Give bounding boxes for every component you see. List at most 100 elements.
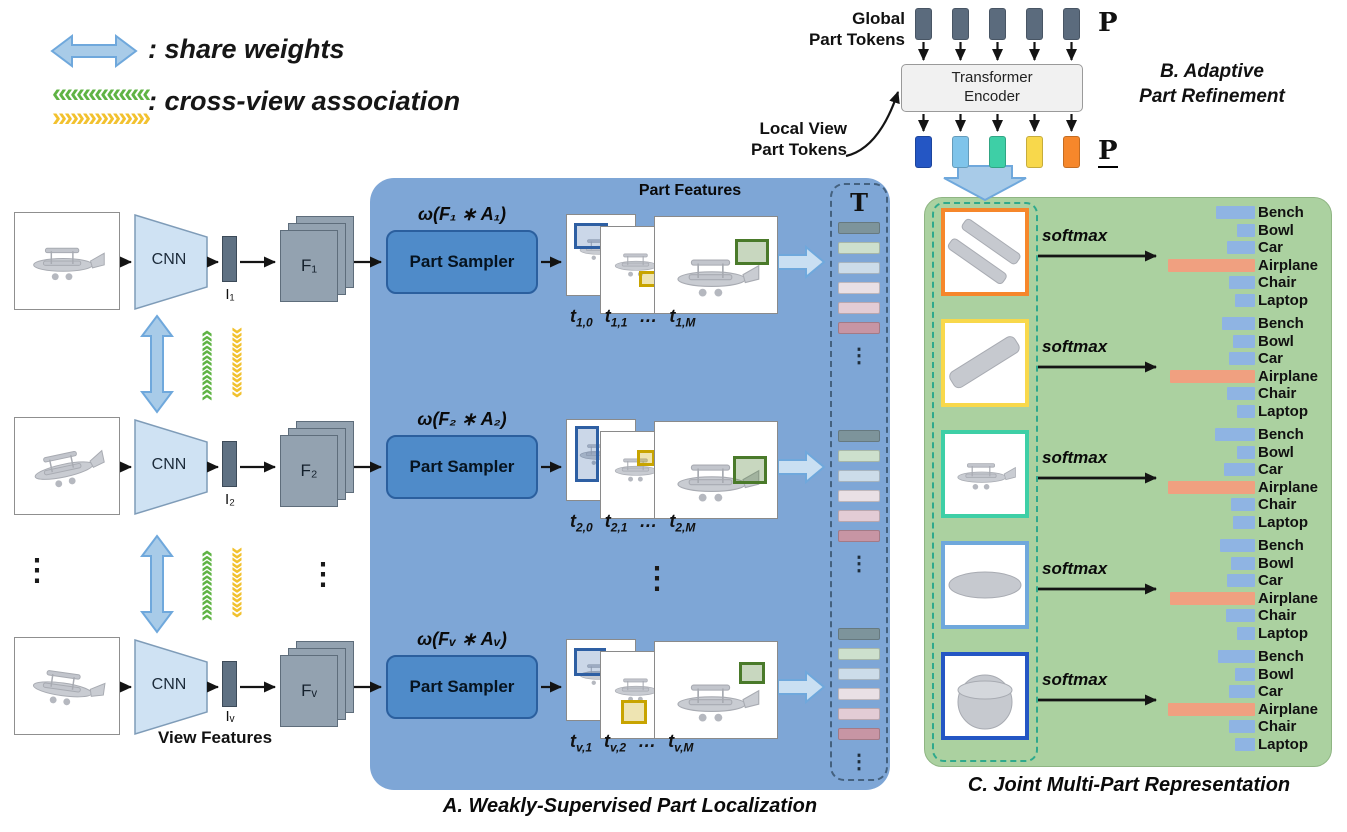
- global-token: [952, 8, 969, 40]
- yellow-chevrons-icon: »»»»»»»»: [52, 102, 151, 132]
- chart-row: Chair: [1163, 718, 1333, 736]
- t-label: t2,1: [604, 511, 628, 535]
- part-crop-4: [941, 541, 1029, 629]
- part-image: [945, 434, 1025, 514]
- chart-row: Bowl: [1163, 222, 1333, 240]
- cnn-label-3: CNN: [151, 676, 187, 693]
- part-token: [838, 490, 880, 502]
- score-bar: [1229, 352, 1255, 366]
- part-image: [949, 336, 1020, 389]
- score-bar: [1218, 650, 1255, 664]
- chart-row: Laptop: [1163, 403, 1333, 421]
- part-bbox-green: [735, 239, 769, 265]
- legend-cross-view-label: : cross-view association: [148, 86, 461, 116]
- cnn-trapezoid: [134, 213, 208, 736]
- part-token: [838, 430, 880, 442]
- t-label-ellipsis: …: [639, 511, 658, 531]
- score-bar: [1235, 293, 1255, 307]
- tokens-flow-arrow: [777, 244, 826, 705]
- softmax-label-2: softmax: [1042, 337, 1108, 356]
- i-label-1: I₁: [225, 286, 235, 303]
- token-column-title: T: [850, 188, 868, 217]
- p-symbol: P: [1098, 8, 1118, 38]
- score-bar: [1229, 720, 1255, 734]
- cross-view-chevrons-green-icon: «««««««: [196, 329, 222, 399]
- score-bar: [1170, 369, 1255, 383]
- t-label: tv,1: [570, 731, 593, 755]
- score-bar: [1233, 515, 1255, 529]
- global-token: [1026, 8, 1043, 40]
- f-label-2: F₂: [280, 435, 338, 507]
- section-a-title: A. Weakly-Supervised Part Localization: [442, 795, 818, 817]
- score-bar: [1227, 574, 1255, 588]
- share-weights-arrow-icon: [50, 34, 138, 68]
- ellipsis: ⋮: [849, 553, 869, 575]
- chart-row: Car: [1163, 572, 1333, 590]
- green-chevrons-icon: ««««««««: [52, 78, 151, 108]
- chart-row: Chair: [1163, 274, 1333, 292]
- category-label: Chair: [1258, 385, 1297, 403]
- feature-map-stack-2: F₂: [280, 421, 356, 509]
- chart-row: Bowl: [1163, 666, 1333, 684]
- category-label: Airplane: [1258, 700, 1319, 718]
- category-label: Bowl: [1258, 332, 1294, 350]
- token-labels-2: t2,0 t2,1 … t2,M: [570, 511, 695, 535]
- category-label: Car: [1258, 461, 1284, 479]
- part-token: [838, 668, 880, 680]
- part-token: [838, 648, 880, 660]
- part-crop-5: [941, 652, 1029, 740]
- t-label: t2,M: [669, 511, 696, 535]
- transformer-encoder: Transformer Encoder: [901, 64, 1083, 112]
- chart-row: Laptop: [1163, 292, 1333, 310]
- ellipsis: ⋮: [849, 345, 869, 367]
- chart-row: Airplane: [1163, 590, 1333, 608]
- part-token: [838, 708, 880, 720]
- t-label-ellipsis: …: [638, 731, 657, 751]
- t-label: t1,1: [604, 306, 628, 330]
- part-token: [838, 222, 880, 234]
- score-bar: [1237, 626, 1255, 640]
- transformer-io-arrows: [918, 42, 1077, 132]
- part-token: [838, 530, 880, 542]
- global-token: [989, 8, 1006, 40]
- part-feature-images-2: [566, 409, 780, 527]
- softmax-label-1: softmax: [1042, 226, 1108, 245]
- section-b-title: B. Adaptive Part Refinement: [1139, 61, 1285, 107]
- score-bar: [1233, 334, 1255, 348]
- part-token: [838, 322, 880, 334]
- p-refined-symbol: P: [1098, 136, 1118, 168]
- score-bar: [1224, 463, 1255, 477]
- view-image-bar-2: [222, 441, 237, 487]
- score-bar: [1168, 258, 1255, 272]
- category-label: Car: [1258, 350, 1284, 368]
- part-image: [957, 674, 1013, 730]
- score-bar: [1237, 223, 1255, 237]
- refined-part-tokens: [915, 136, 1100, 168]
- softmax-label-4: softmax: [1042, 559, 1108, 578]
- score-bar: [1227, 387, 1255, 401]
- view-features-label: View Features: [158, 728, 273, 747]
- part-bbox-yellow: [621, 700, 647, 724]
- view-image-bar-3: [222, 661, 237, 707]
- airplane-icon: [12, 425, 121, 508]
- cross-view-chevrons-yellow-icon: «««««««: [222, 549, 248, 619]
- part-crop-3: [941, 430, 1029, 518]
- local-tokens-to-transformer-arrow: [845, 91, 900, 158]
- category-label: Airplane: [1258, 367, 1319, 385]
- score-bar: [1231, 498, 1255, 512]
- view-image-bar-1: [222, 236, 237, 282]
- cross-view-chevrons-yellow-icon: «««««««: [222, 329, 248, 399]
- sampler-formula-1: ω(F₁ ∗ A₁): [417, 204, 507, 224]
- sampler-formula-3: ω(Fᵥ ∗ Aᵥ): [417, 629, 507, 649]
- part-bbox-green: [733, 456, 767, 484]
- token-column-tokens: ⋮⋮⋮: [836, 0, 882, 800]
- category-label: Bench: [1258, 315, 1304, 333]
- global-token: [915, 8, 932, 40]
- input-view-image-2: [14, 417, 120, 515]
- chart-row: Laptop: [1163, 625, 1333, 643]
- token-column: [830, 183, 888, 781]
- refined-token: [915, 136, 932, 168]
- category-label: Laptop: [1258, 513, 1308, 531]
